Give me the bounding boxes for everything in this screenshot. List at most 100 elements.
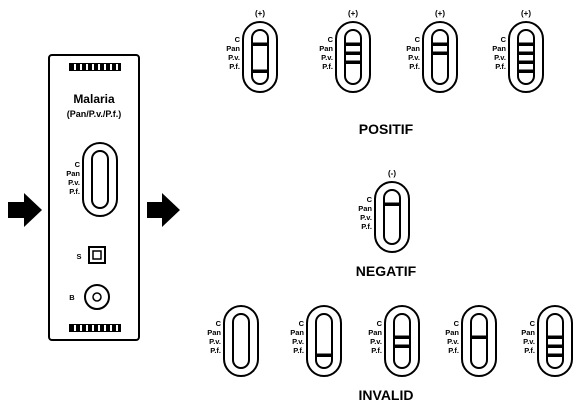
strip-label-pv: P.v. bbox=[523, 337, 535, 346]
strip-label-pv: P.v. bbox=[292, 337, 304, 346]
band-pv bbox=[345, 60, 361, 64]
test-cassette: Malaria (Pan/P.v./P.f.) C Pan P.v. P.f. … bbox=[48, 54, 140, 341]
band-pan bbox=[345, 51, 361, 55]
strip-label-c: C bbox=[367, 195, 373, 204]
band-pan bbox=[547, 335, 563, 339]
band-pf bbox=[252, 69, 268, 73]
strip-label-pf: P.f. bbox=[210, 346, 221, 355]
bottom-grip bbox=[69, 324, 121, 332]
band-pf bbox=[316, 353, 332, 357]
strip-label-pv: P.v. bbox=[228, 53, 240, 62]
band-pan bbox=[432, 51, 448, 55]
strip-label-pf: P.f. bbox=[361, 222, 372, 231]
strip-label-pv: P.v. bbox=[370, 337, 382, 346]
strip-label-pf: P.f. bbox=[371, 346, 382, 355]
strip-inner-window bbox=[517, 29, 535, 85]
positive-sign: (+) bbox=[255, 9, 265, 18]
strip-label-c: C bbox=[415, 35, 421, 44]
positive-sign: (+) bbox=[521, 9, 531, 18]
strip-label-c: C bbox=[235, 35, 241, 44]
heading-invalid: INVALID bbox=[359, 387, 414, 403]
strip-label-pf: P.f. bbox=[448, 346, 459, 355]
strip-label-pv: P.v. bbox=[408, 53, 420, 62]
band-c bbox=[518, 42, 534, 46]
negative-sign: (-) bbox=[388, 169, 396, 178]
strip-label-c: C bbox=[299, 319, 305, 328]
strip-inner-window bbox=[232, 313, 250, 369]
band-pan bbox=[518, 51, 534, 55]
band-pf bbox=[547, 353, 563, 357]
device-label-c: C bbox=[75, 160, 81, 169]
device-label-pf: P.f. bbox=[69, 187, 80, 196]
band-pan bbox=[471, 335, 487, 339]
strip-label-pan: Pan bbox=[290, 328, 304, 337]
band-pv bbox=[394, 344, 410, 348]
positive-sign: (+) bbox=[348, 9, 358, 18]
strip-inner-window bbox=[315, 313, 333, 369]
strip-label-c: C bbox=[501, 35, 507, 44]
device-window bbox=[82, 142, 118, 217]
buffer-well-label: B bbox=[69, 293, 75, 302]
strip-label-pan: Pan bbox=[368, 328, 382, 337]
band-pv bbox=[518, 60, 534, 64]
strip-label-pv: P.v. bbox=[209, 337, 221, 346]
strip-label-pan: Pan bbox=[358, 204, 372, 213]
band-c bbox=[345, 42, 361, 46]
strip-inner-window bbox=[546, 313, 564, 369]
band-pv bbox=[547, 344, 563, 348]
strip-label-c: C bbox=[530, 319, 536, 328]
arrow-into-device bbox=[8, 193, 42, 227]
strip-label-c: C bbox=[328, 35, 334, 44]
device-label-pan: Pan bbox=[66, 169, 80, 178]
positive-sign: (+) bbox=[435, 9, 445, 18]
results-panel: CPanP.v.P.f.(+)CPanP.v.P.f.(+)CPanP.v.P.… bbox=[207, 9, 573, 377]
strip-inner-window bbox=[470, 313, 488, 369]
band-c bbox=[252, 42, 268, 46]
heading-positive: POSITIF bbox=[359, 121, 414, 137]
strip-inner-window bbox=[393, 313, 411, 369]
strip-label-pv: P.v. bbox=[321, 53, 333, 62]
strip-label-pan: Pan bbox=[319, 44, 333, 53]
device-title: Malaria bbox=[73, 92, 115, 106]
band-pf bbox=[518, 69, 534, 73]
band-c bbox=[432, 42, 448, 46]
heading-negative: NEGATIF bbox=[356, 263, 417, 279]
strip-label-pan: Pan bbox=[207, 328, 221, 337]
strip-inner-window bbox=[383, 189, 401, 245]
strip-label-pan: Pan bbox=[406, 44, 420, 53]
top-grip bbox=[69, 63, 121, 71]
strip-label-pf: P.f. bbox=[293, 346, 304, 355]
strip-label-pv: P.v. bbox=[447, 337, 459, 346]
strip-label-pf: P.f. bbox=[524, 346, 535, 355]
sample-well bbox=[88, 246, 106, 264]
sample-well-label: S bbox=[76, 252, 81, 261]
strip-label-pf: P.f. bbox=[495, 62, 506, 71]
strip-label-pan: Pan bbox=[226, 44, 240, 53]
arrow-to-results bbox=[147, 193, 180, 227]
device-subtitle: (Pan/P.v./P.f.) bbox=[67, 109, 122, 119]
strip-label-pan: Pan bbox=[521, 328, 535, 337]
strip-label-c: C bbox=[377, 319, 383, 328]
band-pan bbox=[394, 335, 410, 339]
strip-label-pf: P.f. bbox=[322, 62, 333, 71]
strip-inner-window bbox=[251, 29, 269, 85]
strip-label-pv: P.v. bbox=[360, 213, 372, 222]
strip-label-c: C bbox=[454, 319, 460, 328]
strip-inner-window bbox=[431, 29, 449, 85]
strip-label-pan: Pan bbox=[492, 44, 506, 53]
strip-label-pf: P.f. bbox=[229, 62, 240, 71]
device-label-pv: P.v. bbox=[68, 178, 80, 187]
strip-label-pv: P.v. bbox=[494, 53, 506, 62]
strip-label-pan: Pan bbox=[445, 328, 459, 337]
